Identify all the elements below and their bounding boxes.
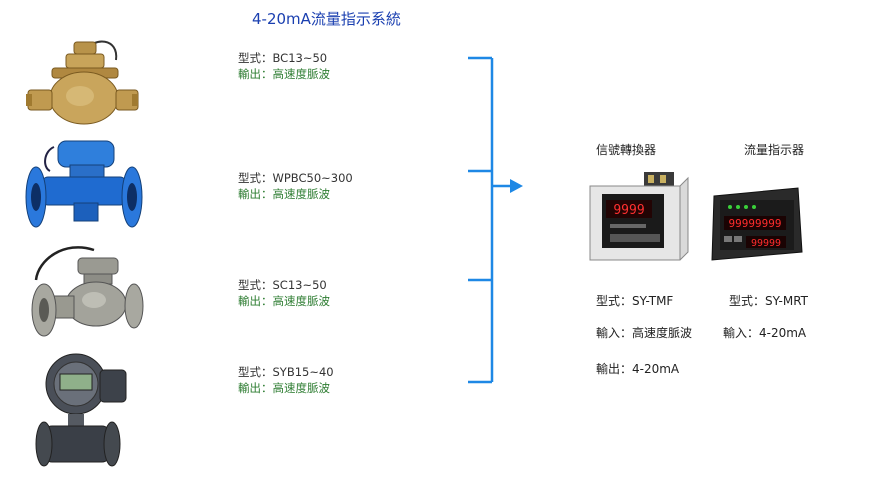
converter-model: 型式：SY-TMF bbox=[596, 292, 673, 309]
meter-output: 輸出：高速度脈波 bbox=[238, 380, 334, 396]
flow-indicator-icon: 99999999 99999 bbox=[706, 186, 806, 262]
indicator-model: 型式：SY-MRT bbox=[729, 292, 808, 309]
indicator-label: 流量指示器 bbox=[744, 141, 804, 158]
blue-flanged-flow-meter-icon bbox=[24, 137, 144, 233]
meter-model: 型式：SC13~50 bbox=[238, 277, 330, 293]
signal-converter-icon: 9999 bbox=[588, 172, 690, 264]
converter-output: 輸出：4-20mA bbox=[596, 360, 679, 377]
meter-spec-2: 型式：WPBC50~300 輸出：高速度脈波 bbox=[238, 170, 353, 202]
arrow-right-icon bbox=[510, 179, 523, 193]
meter-model: 型式：BC13~50 bbox=[238, 50, 330, 66]
bracket-connector bbox=[466, 55, 526, 387]
brass-flow-meter-icon bbox=[24, 34, 140, 130]
meter-model: 型式：WPBC50~300 bbox=[238, 170, 353, 186]
page-title: 4-20mA流量指示系統 bbox=[252, 8, 401, 29]
indicator-input: 輸入：4-20mA bbox=[723, 324, 806, 341]
indicator-display-bottom: 99999 bbox=[751, 238, 781, 249]
meter-output: 輸出：高速度脈波 bbox=[238, 186, 353, 202]
converter-display: 9999 bbox=[613, 203, 644, 218]
meter-spec-1: 型式：BC13~50 輸出：高速度脈波 bbox=[238, 50, 330, 82]
stainless-flow-meter-icon bbox=[24, 240, 144, 344]
digital-flow-meter-icon bbox=[30, 350, 130, 474]
meter-spec-4: 型式：SYB15~40 輸出：高速度脈波 bbox=[238, 364, 334, 396]
meter-model: 型式：SYB15~40 bbox=[238, 364, 334, 380]
meter-output: 輸出：高速度脈波 bbox=[238, 293, 330, 309]
meter-spec-3: 型式：SC13~50 輸出：高速度脈波 bbox=[238, 277, 330, 309]
indicator-display-top: 99999999 bbox=[729, 217, 782, 230]
converter-label: 信號轉換器 bbox=[596, 141, 656, 158]
meter-output: 輸出：高速度脈波 bbox=[238, 66, 330, 82]
converter-input: 輸入：高速度脈波 bbox=[596, 324, 692, 341]
